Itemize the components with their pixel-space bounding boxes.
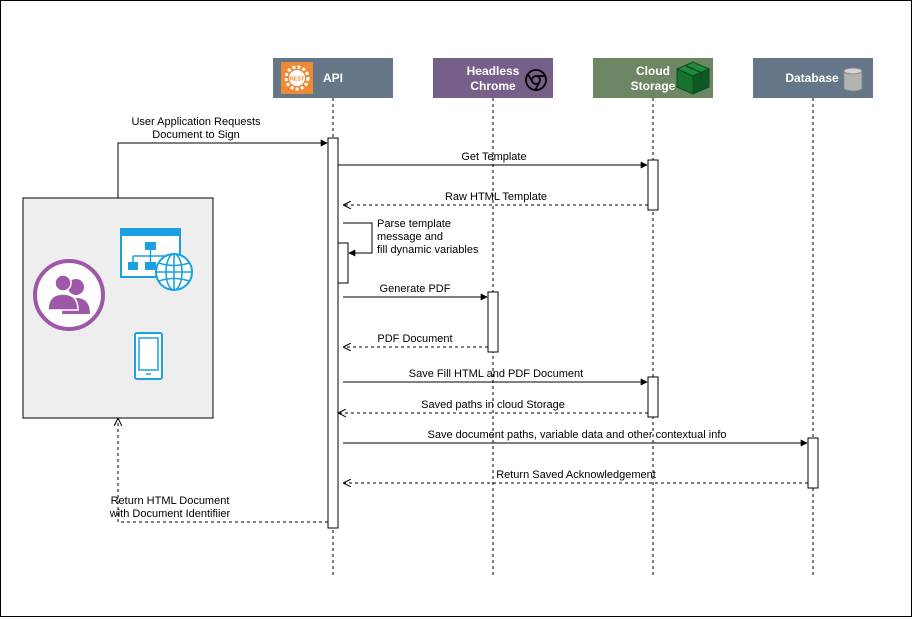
message-acknowledgement-label: Return Saved Acknowledgement bbox=[496, 469, 656, 481]
cloud-activation-2 bbox=[647, 376, 659, 418]
cube-icon bbox=[675, 61, 711, 95]
message-parse-template-arrow bbox=[343, 222, 373, 257]
message-generate-pdf-label: Generate PDF bbox=[380, 283, 451, 295]
message-return-html-label-line1: Return HTML Document bbox=[111, 495, 230, 507]
api-label: API bbox=[323, 71, 343, 85]
message-raw-html-label: Raw HTML Template bbox=[445, 191, 547, 203]
api-self-activation bbox=[337, 242, 349, 284]
participant-cloud-storage[interactable]: Cloud Storage bbox=[593, 58, 713, 98]
participant-headless-chrome[interactable]: Headless Chrome bbox=[433, 58, 553, 98]
globe-icon bbox=[155, 253, 193, 291]
cloud-label-line1: Cloud bbox=[636, 64, 670, 78]
client-box bbox=[22, 197, 214, 419]
message-return-html-arrow bbox=[118, 419, 328, 523]
message-saved-paths-label: Saved paths in cloud Storage bbox=[421, 399, 565, 411]
svg-text:REST: REST bbox=[290, 77, 305, 83]
chrome-activation bbox=[487, 291, 499, 353]
mobile-phone-icon bbox=[134, 332, 163, 380]
chrome-label-line2: Chrome bbox=[470, 79, 516, 93]
message-get-template-label: Get Template bbox=[461, 151, 526, 163]
message-save-files-label: Save Fill HTML and PDF Document bbox=[409, 368, 583, 380]
participant-database[interactable]: Database bbox=[753, 58, 873, 98]
message-pdf-document-label: PDF Document bbox=[377, 333, 452, 345]
rest-gear-icon: REST bbox=[281, 62, 313, 94]
message-request-label-line1: User Application Requests bbox=[131, 116, 261, 128]
message-request-arrow bbox=[117, 139, 328, 198]
database-cylinder-icon bbox=[843, 67, 863, 92]
message-parse-label-line3: fill dynamic variables bbox=[377, 244, 479, 256]
users-icon bbox=[33, 259, 105, 331]
cloud-activation-1 bbox=[647, 159, 659, 211]
participant-api[interactable]: REST API bbox=[273, 58, 393, 98]
database-activation bbox=[807, 437, 819, 489]
chrome-label-line1: Headless bbox=[467, 64, 520, 78]
cloud-label-line2: Storage bbox=[631, 79, 676, 93]
chrome-icon bbox=[525, 69, 547, 91]
message-return-html-label-line2: with Document Identifiier bbox=[109, 508, 231, 520]
api-activation bbox=[327, 137, 339, 529]
message-parse-label-line1: Parse template bbox=[377, 218, 451, 230]
database-label: Database bbox=[785, 71, 839, 85]
message-parse-label-line2: message and bbox=[377, 231, 443, 243]
message-request-label-line2: Document to Sign bbox=[152, 129, 239, 141]
message-save-db-label: Save document paths, variable data and o… bbox=[427, 429, 726, 441]
